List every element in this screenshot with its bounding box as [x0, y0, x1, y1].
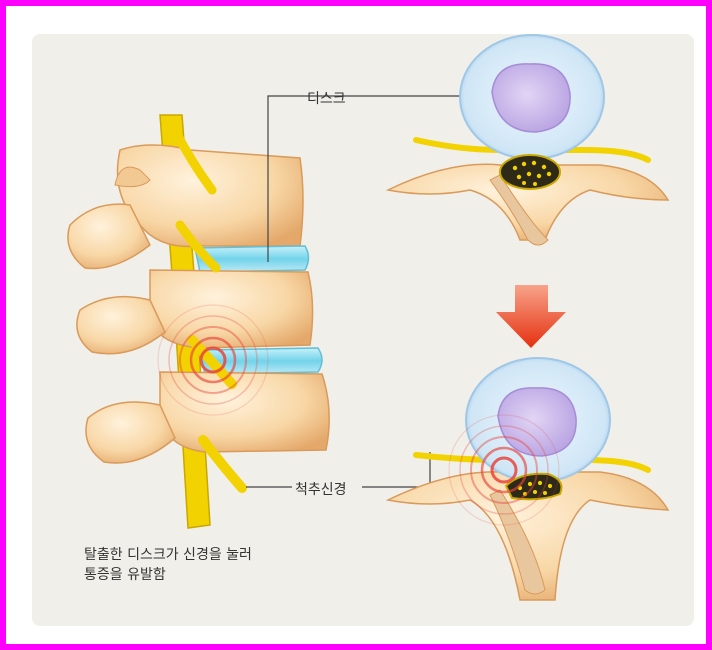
vertebra — [67, 144, 304, 270]
nucleus — [491, 63, 571, 133]
disc-leader-line — [267, 95, 380, 262]
nerve-fibers — [512, 160, 552, 186]
pain-indicator — [157, 304, 269, 416]
spine-side-view — [67, 114, 330, 529]
spinal-canal — [499, 154, 561, 190]
intervertebral-disc — [194, 245, 310, 273]
intervertebral-disc — [199, 347, 323, 375]
caption-line: 통증을 유발함 — [84, 567, 166, 583]
nerve-root — [187, 335, 237, 389]
cross-section-herniated — [385, 357, 670, 601]
nerve-root — [198, 435, 247, 493]
pain-indicator — [448, 414, 560, 526]
nucleus — [497, 387, 577, 457]
caption: 탈출한 디스크가 신경을 눌러 통증을 유발함 — [84, 545, 252, 585]
down-arrow-icon — [496, 285, 566, 348]
nerve-root — [175, 220, 221, 273]
disc-label: 디스크 — [307, 91, 346, 107]
vertebra — [85, 371, 330, 464]
nerve-root — [170, 125, 217, 195]
caption-line: 탈출한 디스크가 신경을 눌러 — [84, 547, 252, 563]
spinal-nerve-label: 척추신경 — [295, 482, 347, 498]
vertebra — [76, 269, 314, 355]
cross-section-normal — [385, 34, 670, 246]
